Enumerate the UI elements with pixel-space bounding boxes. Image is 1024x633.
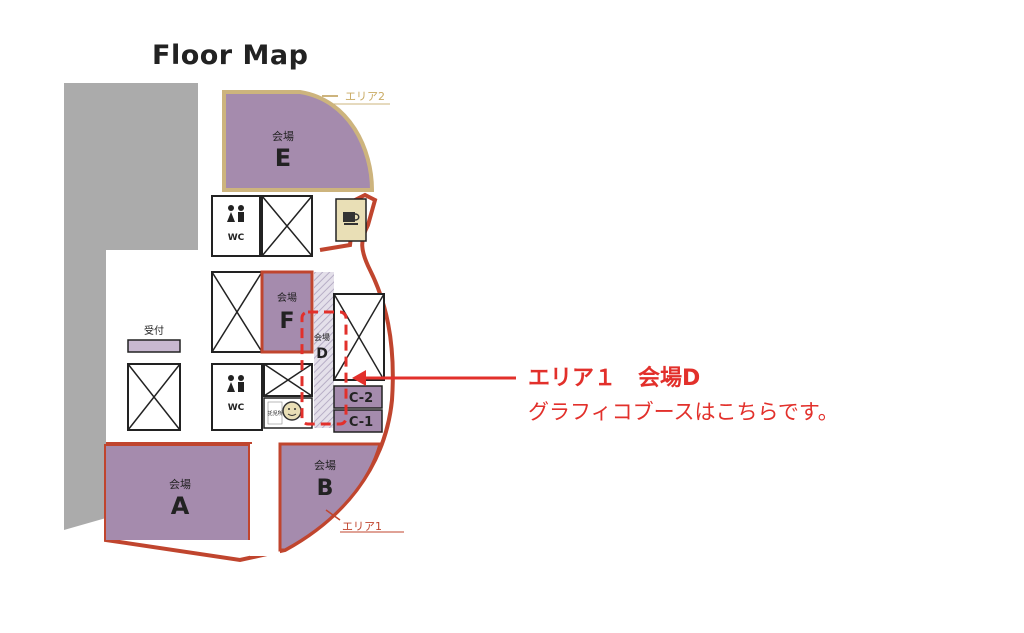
- baby-icon: [282, 401, 302, 421]
- wc-bottom-label: WC: [228, 403, 245, 413]
- elevator-x-icon: [261, 195, 313, 257]
- venue-d-prefix: 会場: [314, 332, 330, 342]
- wc-top-block: [211, 195, 261, 257]
- venue-d-highlight: [300, 310, 348, 426]
- reception-desk: [127, 339, 181, 353]
- venue-c2-label: C-2: [349, 391, 373, 406]
- venue-e-letter: E: [275, 144, 291, 172]
- area1-label: エリア1: [342, 520, 382, 533]
- coffee-cup-icon: [343, 212, 360, 225]
- venue-d-letter: D: [316, 346, 328, 362]
- venue-c1-label: C-1: [349, 415, 373, 430]
- venue-e[interactable]: [222, 90, 375, 192]
- reception-label: 受付: [144, 324, 164, 337]
- venue-b-letter: B: [317, 476, 334, 501]
- callout-title: エリア１ 会場D: [528, 366, 701, 391]
- wc-bottom-block: [211, 363, 263, 431]
- restroom-icon: [227, 205, 244, 222]
- venue-b-prefix: 会場: [314, 459, 336, 472]
- elevator-x-icon: [127, 363, 181, 431]
- small-room-label: 託児所: [267, 410, 282, 417]
- wc-top-label: WC: [228, 233, 245, 243]
- venue-b[interactable]: [278, 442, 382, 552]
- corridor: [250, 444, 280, 556]
- elevator-x-icon: [263, 363, 313, 397]
- callout-arrow-head: [352, 370, 366, 386]
- venue-a[interactable]: [106, 444, 250, 540]
- elevator-x-icon: [333, 293, 385, 381]
- gray-block: [64, 83, 198, 530]
- venue-a-prefix: 会場: [169, 478, 191, 491]
- map-title: Floor Map: [152, 40, 309, 71]
- venue-e-prefix: 会場: [272, 130, 294, 143]
- restroom-icon: [227, 375, 244, 392]
- area1-leader: [325, 509, 341, 521]
- venue-f-letter: F: [279, 309, 294, 334]
- venue-a-letter: A: [171, 492, 190, 520]
- venue-c1[interactable]: [333, 409, 383, 433]
- baby-room-sign: [267, 401, 283, 425]
- elevator-x-icon: [211, 271, 263, 353]
- area2-label: エリア2: [345, 90, 385, 103]
- venue-f-prefix: 会場: [277, 291, 297, 304]
- callout-subtitle: グラフィコブースはこちらです。: [528, 400, 839, 424]
